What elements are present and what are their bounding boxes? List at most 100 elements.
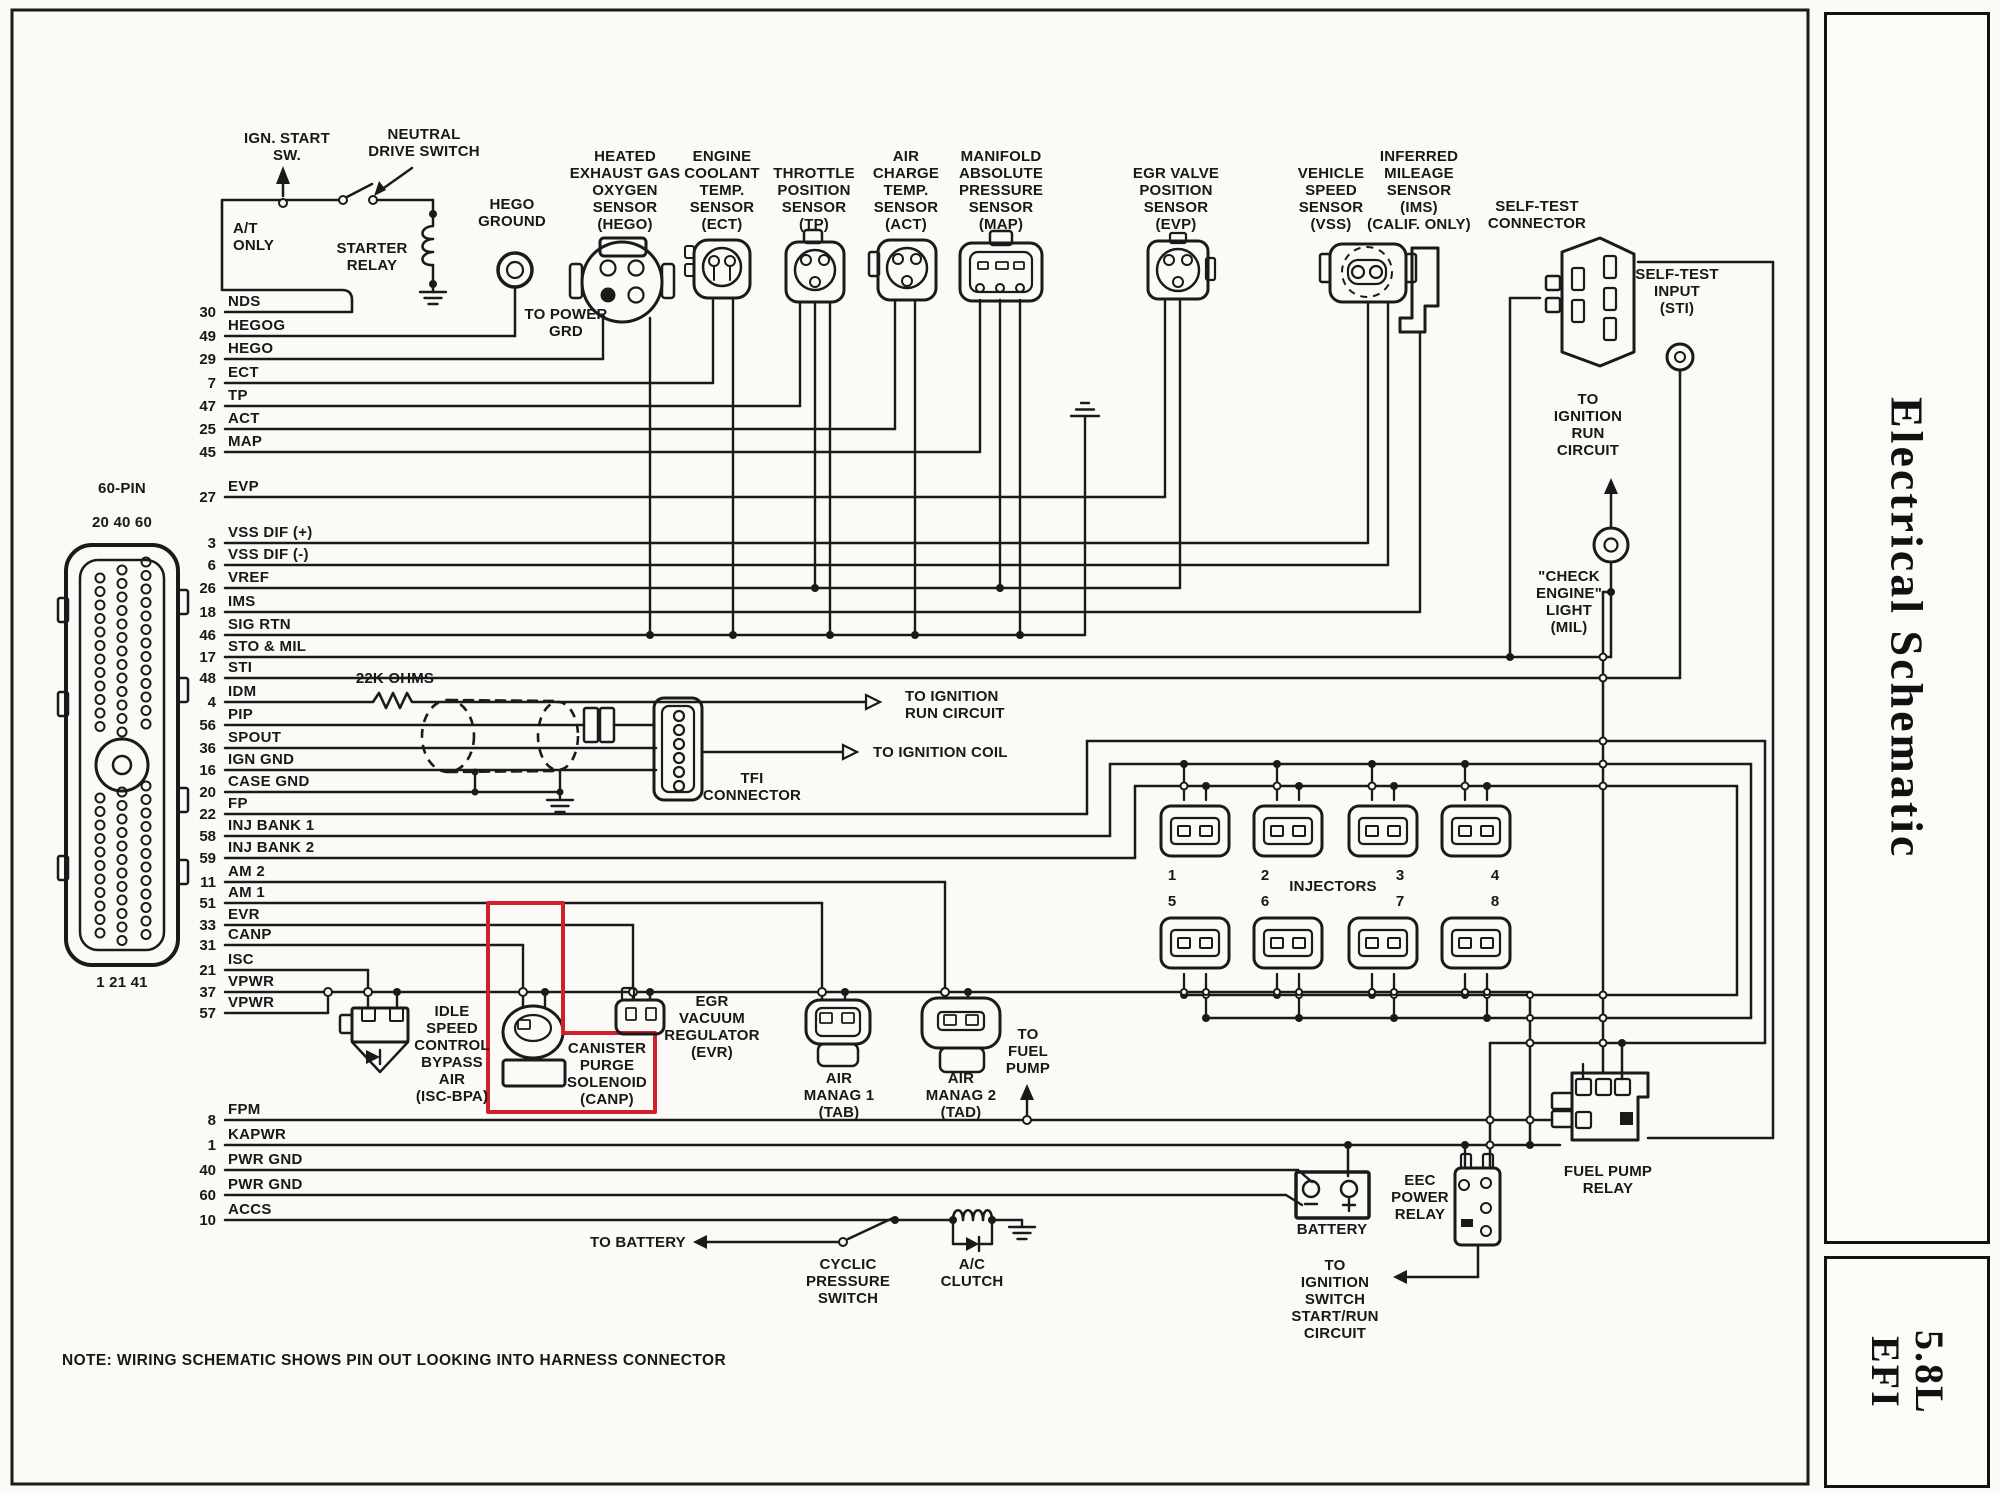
symbol <box>841 1012 855 1024</box>
symbol <box>1347 916 1419 970</box>
junction-circle <box>1598 673 1608 683</box>
symbol <box>1204 256 1217 282</box>
symbol <box>116 840 128 852</box>
pin-number: 20 <box>199 784 216 801</box>
symbol <box>600 287 616 303</box>
injector-number: 3 <box>1395 867 1405 884</box>
injector-number: 8 <box>1490 893 1500 910</box>
symbol <box>94 887 106 898</box>
symbol <box>116 713 128 724</box>
ign-start-sw-label: IGN. START SW. <box>244 130 330 164</box>
symbol <box>1574 1077 1593 1097</box>
symbol <box>652 696 704 802</box>
symbol <box>94 680 106 692</box>
symbol <box>94 927 106 939</box>
pin-label: CASE GND <box>228 773 310 790</box>
symbol <box>1292 937 1306 949</box>
symbol <box>421 224 435 267</box>
junction-circle <box>1598 759 1608 769</box>
junction-circle <box>1202 988 1210 996</box>
arrowhead <box>966 1237 979 1251</box>
symbol <box>1674 351 1686 363</box>
pin-number: 33 <box>199 917 216 934</box>
junction-circle <box>1598 781 1608 791</box>
symbol <box>1574 1110 1593 1130</box>
symbol <box>645 1007 657 1021</box>
symbol <box>116 618 128 630</box>
pin-label: ACCS <box>228 1201 272 1218</box>
pin-label: PIP <box>228 706 254 723</box>
pin-number: 60 <box>199 1187 216 1204</box>
junction-dot <box>1180 760 1188 768</box>
pin-label: ECT <box>228 364 259 381</box>
symbol <box>1602 286 1618 312</box>
junction-circle <box>1368 988 1376 996</box>
symbol <box>1461 1219 1473 1227</box>
arrowhead <box>366 1050 380 1064</box>
junction-circle <box>1022 1115 1032 1125</box>
symbol <box>371 691 414 710</box>
junction-circle <box>1390 988 1398 996</box>
pin-number: 22 <box>199 806 216 823</box>
symbol <box>910 253 922 265</box>
symbol <box>338 1013 354 1035</box>
symbol <box>140 848 152 859</box>
shield <box>420 698 476 774</box>
pin-label: VPWR <box>228 994 275 1011</box>
air-manag1-label: AIR MANAG 1 (TAB) <box>803 1070 875 1121</box>
symbol <box>140 888 152 900</box>
pin-label: KAPWR <box>228 1126 287 1143</box>
symbol <box>361 1007 376 1022</box>
symbol <box>620 986 636 1002</box>
to-power-grd-label: TO POWER GRD <box>524 306 608 340</box>
symbol <box>517 1019 531 1030</box>
junction-dot <box>1483 782 1491 790</box>
symbol <box>598 706 616 744</box>
symbol <box>94 640 106 651</box>
junction-circle <box>1525 1038 1535 1048</box>
junction-dot <box>646 631 654 639</box>
symbol <box>627 259 645 277</box>
symbol <box>672 765 686 779</box>
symbol <box>1350 264 1366 280</box>
symbol <box>78 558 166 952</box>
symbol <box>599 259 617 277</box>
symbol <box>1013 261 1025 270</box>
junction-circle <box>338 195 348 205</box>
injector-number: 1 <box>1167 867 1177 884</box>
symbol <box>116 726 128 738</box>
symbol <box>708 255 720 267</box>
junction-dot <box>911 631 919 639</box>
symbol <box>1594 1077 1613 1097</box>
symbol <box>819 1012 833 1024</box>
junction-dot <box>429 280 437 288</box>
air-manag2-label: AIR MANAG 2 (TAD) <box>925 1070 997 1121</box>
symbol <box>800 254 812 266</box>
symbol <box>496 251 534 289</box>
symbol <box>625 1007 637 1021</box>
pin-label: TP <box>228 387 248 404</box>
symbol <box>1177 825 1191 837</box>
symbol <box>94 833 106 844</box>
symbol <box>94 586 106 597</box>
junction-dot <box>1390 1014 1398 1022</box>
evp-sensor-label: EGR VALVE POSITION SENSOR (EVP) <box>1132 165 1220 233</box>
symbol <box>116 908 128 919</box>
pin-label: NDS <box>228 293 261 310</box>
pin-number: 59 <box>199 850 216 867</box>
symbol <box>701 246 743 288</box>
isc-bpa-label: IDLE SPEED CONTROL BYPASS AIR (ISC-BPA) <box>414 1003 490 1105</box>
symbol <box>94 873 106 885</box>
junction-dot <box>811 584 819 592</box>
symbol <box>176 588 190 616</box>
to-battery-label: TO BATTERY <box>590 1234 686 1251</box>
junction-dot <box>1202 1014 1210 1022</box>
symbol <box>1602 254 1618 280</box>
symbol <box>1570 298 1586 324</box>
symbol <box>140 861 152 873</box>
junction-dot <box>996 584 1004 592</box>
symbol <box>938 1046 986 1074</box>
symbol <box>1252 916 1324 970</box>
to-fuel-pump-label: TO FUEL PUMP <box>1005 1026 1051 1077</box>
junction-dot <box>1390 782 1398 790</box>
